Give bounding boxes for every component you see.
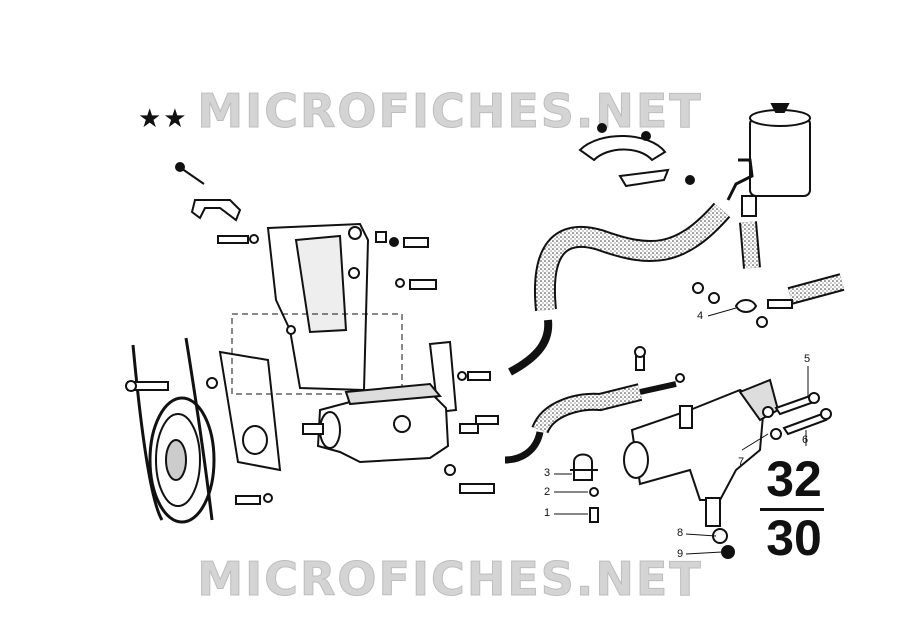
callout-1: 1 [544, 507, 551, 519]
callout-7: 7 [738, 456, 745, 468]
gearbox-mounting-bolts [634, 346, 832, 436]
hose-clip-bracket [175, 162, 242, 222]
reservoir-clamp [578, 123, 695, 188]
revision-stars-marker: ★★ [138, 104, 189, 134]
group-code-sub: 30 [766, 510, 822, 566]
steering-gearbox [623, 378, 782, 559]
callout-4: 4 [697, 310, 704, 322]
power-steering-pump [302, 382, 450, 464]
callout-3: 3 [544, 467, 551, 479]
group-code-divider [760, 508, 824, 511]
watermark-top: MICROFICHES.NET [197, 84, 703, 139]
callout-5: 5 [804, 353, 811, 365]
callout-leaders [554, 307, 809, 555]
banjo-fitting-4 [692, 282, 793, 328]
watermark-bottom: MICROFICHES.NET [197, 552, 703, 607]
callout-9: 9 [677, 548, 684, 560]
pump-mounting-bracket [218, 222, 458, 472]
callout-2: 2 [544, 486, 551, 498]
pulley-assembly [125, 337, 216, 524]
fluid-reservoir [726, 103, 811, 217]
callout-6: 6 [802, 434, 809, 446]
clamp-parts-1-3 [570, 453, 599, 523]
callout-8: 8 [677, 527, 684, 539]
high-pressure-hoses [504, 202, 845, 464]
group-code-main: 32 [766, 451, 822, 507]
bracket-bolts [206, 231, 499, 505]
